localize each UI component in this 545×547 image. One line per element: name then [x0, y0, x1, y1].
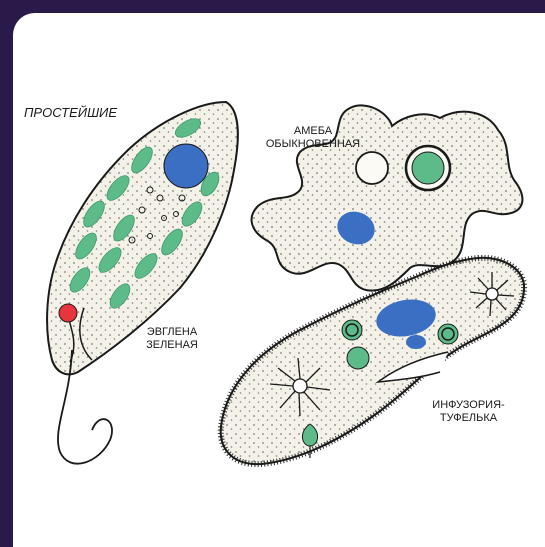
contractile-vacuole — [356, 152, 388, 184]
label-ameba-line2: ОБЫКНОВЕННАЯ — [258, 138, 368, 151]
label-infusoria: ИНФУЗОРИЯ- ТУФЕЛЬКА — [421, 399, 516, 425]
euglena-nucleus — [164, 144, 208, 188]
label-euglena: ЭВГЛЕНА ЗЕЛЕНАЯ — [134, 326, 210, 352]
protozoa-illustration — [13, 13, 545, 547]
label-euglena-line2: ЗЕЛЕНАЯ — [134, 339, 210, 352]
label-ameba-line1: АМЕБА — [258, 125, 368, 138]
label-euglena-line1: ЭВГЛЕНА — [134, 326, 210, 339]
illustration-card: ПРОСТЕЙШИЕ АМЕБА ОБЫКНОВЕННАЯ ЭВГЛЕНА ЗЕ… — [13, 13, 545, 547]
label-infusoria-line2: ТУФЕЛЬКА — [421, 412, 516, 425]
label-ameba: АМЕБА ОБЫКНОВЕННАЯ — [258, 125, 368, 151]
eyespot — [59, 304, 77, 322]
label-infusoria-line1: ИНФУЗОРИЯ- — [421, 399, 516, 412]
euglena-organism — [47, 102, 238, 464]
page-title: ПРОСТЕЙШИЕ — [24, 106, 117, 119]
